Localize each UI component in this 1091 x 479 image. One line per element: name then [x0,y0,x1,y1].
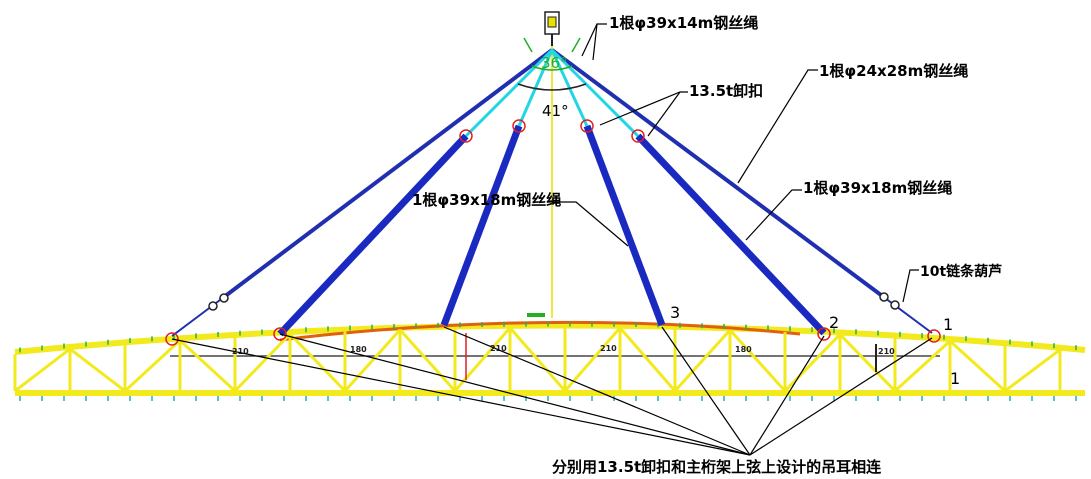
truss-diagonal [123,339,182,393]
angle-inner-label: 36° [541,54,568,72]
truss-diagonal [14,347,71,393]
green-marker [527,313,545,317]
shackle-top-4 [631,129,645,143]
label-rope-right-long: 1根φ24x28m钢丝绳 [819,62,968,80]
label-bottom-note: 分别用13.5t卸扣和主桁架上弦上设计的吊耳相连 [552,458,882,476]
shackle-top-3 [580,119,594,133]
point-number-1: 1 [943,315,953,334]
truss-diagonal [178,339,237,393]
chain-hoist-right [879,292,900,310]
label-chain-hoist: 10t链条葫芦 [920,263,1002,280]
leader-rope-right-long [737,69,818,184]
shackle-bottom-1 [165,332,179,346]
point-number-2: 2 [829,313,839,332]
hook-block [544,11,560,46]
inner-rope-4 [550,48,640,138]
truss-diagonal [618,326,677,392]
shackle-bottom-3 [817,327,831,341]
dim-6: 210 [878,347,895,356]
point-number-3: 3 [670,303,680,322]
point-number-1-lower: 1 [950,369,960,388]
leader-rope-left-mid [548,201,629,247]
truss-top-chord-red [279,320,801,342]
truss-diagonal [838,333,897,393]
truss-diagonal [563,326,622,392]
truss-ticks [19,321,1077,401]
inner-rope-1 [464,48,554,138]
truss-diagonal [948,339,1007,393]
dim-1: 210 [232,347,249,356]
truss-diagonal [69,347,126,393]
truss-diagonal [673,329,732,393]
truss-diagonal [1004,348,1061,393]
dim-3: 210 [490,344,507,353]
sling-3 [583,124,666,327]
sling-2 [440,124,523,327]
sling-4 [635,133,827,336]
shackle-top-1 [459,129,473,143]
truss-diagonal [508,326,567,392]
label-rope-top: 1根φ39x14m钢丝绳 [609,14,758,32]
shackle-bottom-2 [273,327,287,341]
labels: 1根φ39x14m钢丝绳 1根φ24x28m钢丝绳 13.5t卸扣 1根φ39x… [412,14,1002,476]
dim-5: 180 [735,345,752,354]
truss-top-chord [14,322,1086,355]
truss-diagonal [288,332,347,393]
leader-shackle-2 [647,91,681,137]
angle-marks: 36° 41° [517,37,587,120]
shackle-top-2 [512,119,526,133]
chain-hoist-left [208,293,229,311]
point-numbers: 1 2 3 1 [670,303,960,388]
label-shackle: 13.5t卸扣 [689,82,763,100]
angle-outer-label: 41° [542,102,569,120]
truss-diagonal [893,339,952,393]
main-truss: 210 180 210 210 180 210 [13,313,1086,401]
dim-2: 180 [350,345,367,354]
truss-diagonal [398,328,457,393]
dim-4: 210 [600,344,617,353]
leader-rope-right-mid [745,189,802,241]
truss-diagonal [728,329,787,393]
truss-diagonal [783,333,842,393]
label-rope-right-mid: 1根φ39x18m钢丝绳 [803,179,952,197]
label-rope-left-mid: 1根φ39x18m钢丝绳 [412,191,561,209]
leader-chain-hoist [902,269,919,303]
leader-lines [171,23,933,456]
slings [277,124,827,337]
outer-rope-left [218,48,554,302]
truss-diagonal [233,332,292,393]
angle-arc-inner [531,65,573,71]
angle-arc-outer [517,83,587,91]
outer-rope-right [550,48,887,300]
shackles [165,119,941,346]
sling-1 [277,133,469,337]
truss-diagonal [343,328,402,393]
truss-webs [13,326,1062,393]
panel-dimensions: 210 180 210 210 180 210 [232,344,895,356]
shackle-bottom-4 [927,329,941,343]
truss-diagonal [453,326,512,392]
